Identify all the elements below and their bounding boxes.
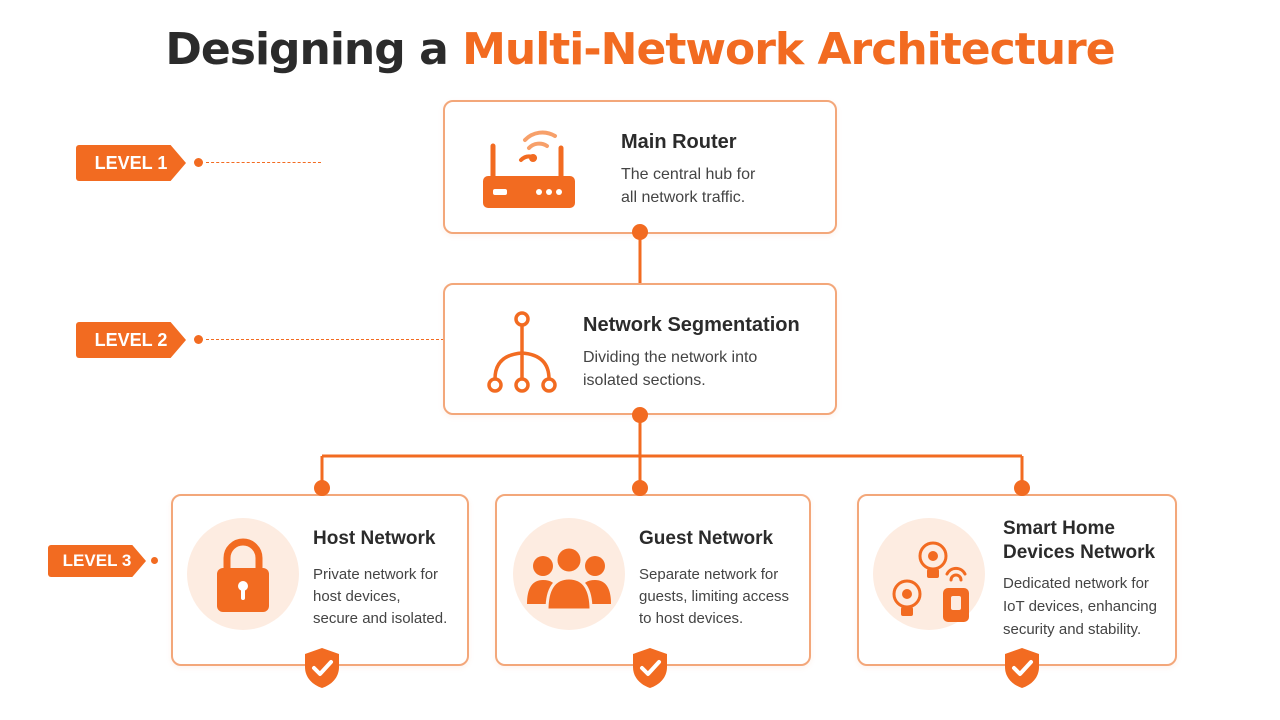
smart-title-1: Smart Home [1003, 518, 1115, 539]
main-router-desc-2: all network traffic. [621, 189, 746, 206]
guest-shield-check-icon [633, 648, 667, 688]
main-router-desc-1: The central hub for [621, 166, 756, 183]
smart-title-2: Devices Network [1003, 542, 1156, 563]
level-2-label: LEVEL 2 [94, 329, 168, 350]
main-router-title: Main Router [621, 131, 737, 153]
smart-home-card: Smart Home Devices Network Dedicated net… [857, 494, 1177, 666]
segmentation-card: Network Segmentation Dividing the networ… [443, 283, 837, 415]
level-3-label: LEVEL 3 [62, 551, 132, 570]
page-title: Designing a Multi-Network Architecture [0, 24, 1280, 75]
level-2-dash [206, 339, 444, 340]
smart-devices-icon [892, 541, 969, 622]
host-desc-2: host devices, [313, 588, 401, 605]
guest-network-card: Guest Network Separate network for guest… [495, 494, 811, 666]
level-2-dot [194, 335, 203, 344]
level-1-dot [194, 158, 203, 167]
node-host-top [314, 480, 330, 496]
segmentation-desc-1: Dividing the network into [583, 349, 758, 366]
level-1-label: LEVEL 1 [94, 152, 168, 173]
level-1-badge: LEVEL 1 [76, 145, 186, 181]
title-part-2: Multi-Network Architecture [462, 24, 1116, 75]
segmentation-desc-2: isolated sections. [583, 372, 706, 389]
title-part-1: Designing a [165, 24, 463, 75]
level-3-dot [151, 557, 158, 564]
router-icon [483, 130, 575, 208]
smart-shield-check-icon [1005, 648, 1039, 688]
host-title: Host Network [313, 528, 436, 549]
level-3-badge: LEVEL 3 [48, 545, 146, 577]
guest-desc-2: guests, limiting access [639, 588, 790, 605]
level-1-dash [206, 162, 321, 163]
node-smart-top [1014, 480, 1030, 496]
smart-desc-2: IoT devices, enhancing [1003, 598, 1157, 615]
lock-icon [217, 538, 269, 612]
users-icon [527, 546, 611, 612]
node-segmentation-bottom [632, 407, 648, 423]
level-2-badge: LEVEL 2 [76, 322, 186, 358]
node-guest-top [632, 480, 648, 496]
guest-desc-3: to host devices. [639, 610, 744, 627]
smart-desc-3: security and stability. [1003, 621, 1142, 638]
segmentation-title: Network Segmentation [583, 314, 800, 336]
host-desc-1: Private network for [313, 566, 439, 583]
node-router-bottom [632, 224, 648, 240]
smart-desc-1: Dedicated network for [1003, 575, 1149, 592]
host-network-card: Host Network Private network for host de… [171, 494, 469, 666]
network-tree-icon [487, 311, 557, 393]
guest-title: Guest Network [639, 528, 774, 549]
main-router-card: Main Router The central hub for all netw… [443, 100, 837, 234]
guest-desc-1: Separate network for [639, 566, 779, 583]
host-desc-3: secure and isolated. [313, 610, 448, 627]
host-shield-check-icon [305, 648, 339, 688]
